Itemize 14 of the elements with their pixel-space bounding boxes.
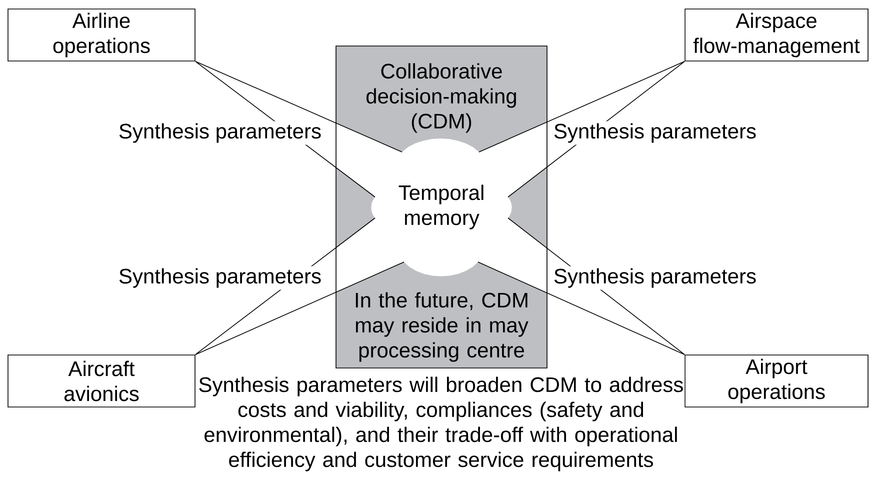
funnel-lines: [195, 61, 402, 198]
edge-label: Synthesis parameters: [116, 121, 324, 145]
process-box: Airline operations: [8, 8, 196, 62]
funnel-lines: [478, 61, 685, 198]
note-text: Synthesis parameters will broaden CDM to address costs and viability, compliances (safety and environmental), and their trade-off with operational efficiency and customer service requirements: [199, 376, 683, 472]
edge-label: Synthesis parameters: [551, 121, 759, 145]
edge-label: Synthesis parameters: [551, 266, 759, 290]
box-heading: In the future, CDM may reside in may processing centre: [356, 292, 528, 362]
funnel-lines: [478, 218, 685, 355]
funnel-lines: [195, 218, 404, 355]
edge-label: Synthesis parameters: [116, 266, 324, 290]
process-box: Airport operations: [684, 354, 868, 408]
process-box: Airspace flow-management: [684, 8, 868, 62]
process-box: Aircraft avionics: [8, 354, 196, 408]
